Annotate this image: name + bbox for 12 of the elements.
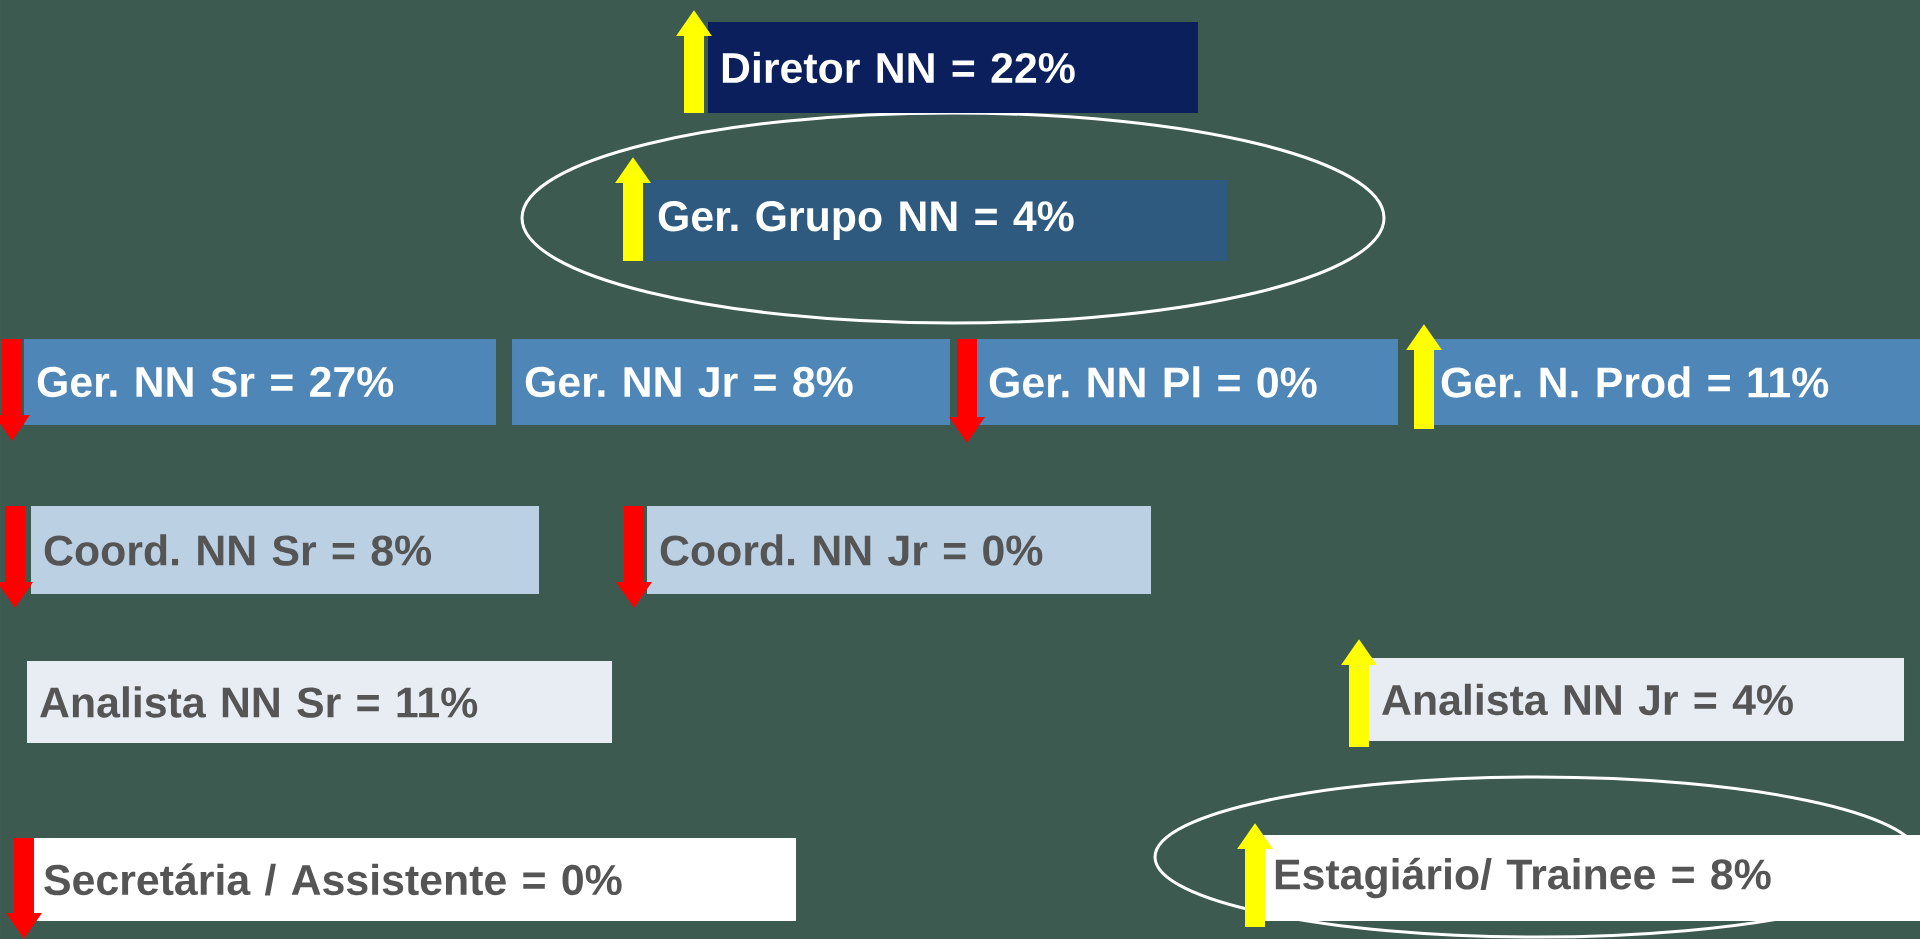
label-box: Estagiário/ Trainee = 8% bbox=[1261, 835, 1920, 921]
label-box: Coord. NN Jr = 0% bbox=[647, 506, 1151, 594]
label-box: Ger. NN Jr = 8% bbox=[512, 339, 950, 425]
label-box: Analista NN Sr = 11% bbox=[27, 661, 612, 743]
label-box: Analista NN Jr = 4% bbox=[1369, 658, 1904, 741]
label-box: Ger. Grupo NN = 4% bbox=[645, 180, 1227, 261]
label-box: Ger. NN Sr = 27% bbox=[24, 339, 496, 425]
label-box: Ger. NN Pl = 0% bbox=[976, 339, 1398, 425]
label-box: Coord. NN Sr = 8% bbox=[31, 506, 539, 594]
label-box: Diretor NN = 22% bbox=[708, 22, 1198, 113]
label-box: Secretária / Assistente = 0% bbox=[31, 838, 796, 921]
label-box: Ger. N. Prod = 11% bbox=[1428, 339, 1920, 425]
